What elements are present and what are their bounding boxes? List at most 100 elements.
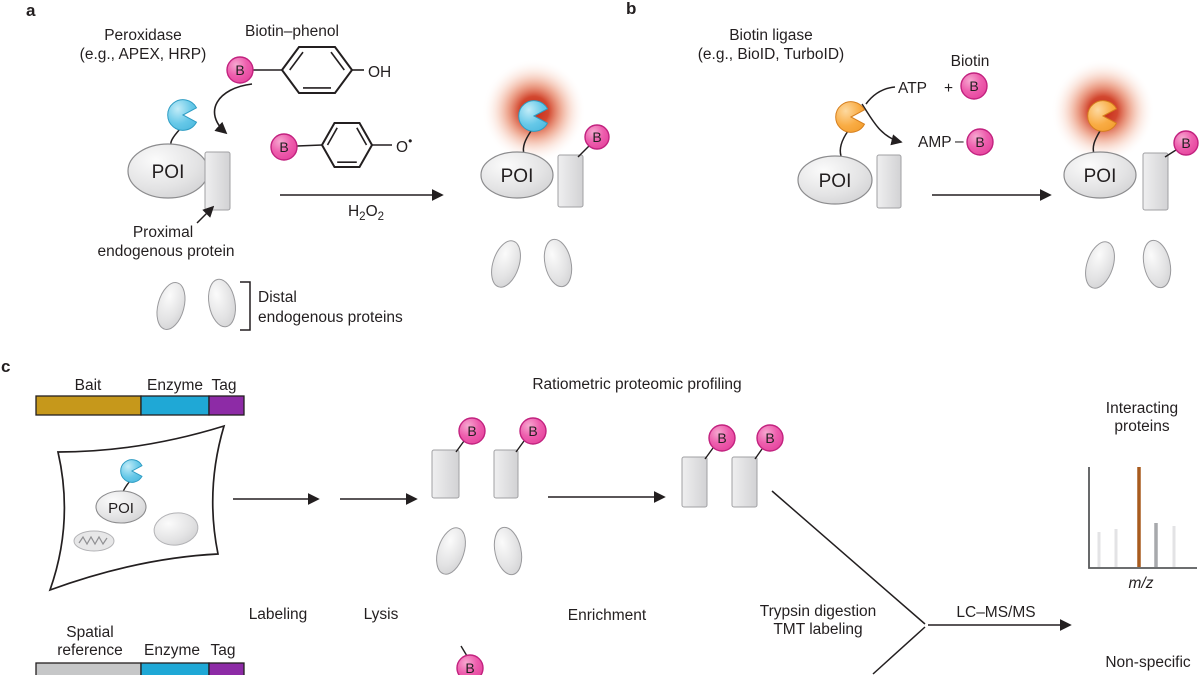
enrichment-step-label: Enrichment <box>568 607 647 624</box>
enzyme-to-atp-curve <box>865 86 896 105</box>
biotin-badge <box>960 72 988 100</box>
labeled-product-b: POI B <box>1051 59 1199 289</box>
trypsin-step-label-line2: TMT labeling <box>773 621 862 638</box>
poi-enzyme-assembly-b: POI <box>797 101 902 209</box>
poi-label: POI <box>1084 166 1117 187</box>
ligase-pacman-icon <box>835 101 865 133</box>
amp-label: AMP <box>918 134 952 151</box>
benzene-ring <box>320 122 374 168</box>
biotin-badge <box>456 654 484 675</box>
poi-label: POI <box>152 162 185 183</box>
biotin-badge <box>226 56 254 84</box>
tag-segment <box>208 395 245 416</box>
biotin-badge <box>1173 130 1199 156</box>
proximal-label-line2: endogenous protein <box>97 243 234 260</box>
panel-a: a Peroxidase (e.g., APEX, HRP) Biotin–ph… <box>26 1 610 331</box>
biotin-badge-letter: B <box>765 430 774 446</box>
panel-c: c Bait Enzyme Tag POI Ratiometric proteo… <box>1 357 1197 675</box>
spatial-ref-label-line2: reference <box>57 642 122 659</box>
converge-line-top <box>771 490 926 625</box>
enzyme-segment <box>140 662 210 675</box>
poi-ellipse <box>95 490 147 524</box>
biotin-badge-letter: B <box>717 430 726 446</box>
distal-label-line2: endogenous proteins <box>258 309 403 326</box>
proximal-protein-rect <box>204 151 231 211</box>
tag-label: Tag <box>211 642 236 659</box>
biotin-badge-letter: B <box>235 62 244 78</box>
biotin-badge-letter: B <box>1181 135 1190 151</box>
biotin-badge-letter: B <box>279 139 288 155</box>
poi-label: POI <box>108 500 134 517</box>
poi-ellipse <box>797 155 873 205</box>
endogenous-protein-ellipse <box>1142 239 1172 289</box>
biotin-badge <box>458 417 486 445</box>
enzyme-label: Enzyme <box>144 642 200 659</box>
tether-line <box>170 128 181 147</box>
nonspecific-label: Non-specific <box>1105 654 1191 671</box>
bracket <box>240 281 251 331</box>
biotin-badge-letter: B <box>467 423 476 439</box>
biotin-badge <box>708 424 736 452</box>
endogenous-protein-ellipse <box>493 526 523 576</box>
bait-segment <box>35 395 142 416</box>
amp-dash: – <box>955 133 964 150</box>
biotinylated-protein-rect <box>493 449 519 499</box>
proximal-protein-rect <box>1142 152 1169 211</box>
spectrum-title-line2: proteins <box>1114 418 1169 435</box>
spatial-ref-segment <box>35 662 142 675</box>
tag-segment <box>208 662 245 675</box>
biotinylated-protein-rect <box>731 456 758 508</box>
bottom-clipped-biotin: B <box>456 645 484 675</box>
trypsin-step-label-line1: Trypsin digestion <box>760 603 877 620</box>
phenoxyl-radical-structure: B O• <box>270 122 412 168</box>
endogenous-protein-ellipse <box>543 238 573 288</box>
poi-ellipse <box>1063 151 1137 199</box>
biotin-badge <box>584 124 610 150</box>
biotin-ligase-title-line1: Biotin ligase <box>729 27 813 44</box>
labeled-product-a: POI B <box>480 59 610 288</box>
poi-enzyme-assembly-a: POI <box>127 99 231 211</box>
spectrum-xlabel: m/z <box>1129 575 1154 592</box>
endogenous-protein-ellipse <box>1085 241 1115 289</box>
biotinylated-protein-rect <box>681 456 708 508</box>
spectrum-axes <box>1088 467 1197 569</box>
panel-c-letter: c <box>1 357 10 376</box>
endogenous-protein-ellipse <box>436 527 466 575</box>
biotin-badge-letter: B <box>969 78 978 94</box>
panel-b: b Biotin ligase (e.g., BioID, TurboID) B… <box>626 0 1199 289</box>
mitochondrion-cristae <box>78 535 108 546</box>
proximal-protein-rect <box>557 154 584 208</box>
biotin-badge <box>756 424 784 452</box>
spatial-ref-label-line1: Spatial <box>66 624 113 641</box>
proximal-protein-rect <box>876 154 902 209</box>
benzene-ring <box>280 46 354 94</box>
biotin-phenol-structure: B OH <box>226 46 391 94</box>
enriched-group: B B <box>681 424 784 508</box>
tag-label: Tag <box>212 377 237 394</box>
proximal-pointer-arrow <box>196 205 215 224</box>
badge-link-line <box>754 448 763 460</box>
substrate-to-enzyme-curved-arrow <box>213 83 253 135</box>
endogenous-protein-ellipse <box>491 240 521 288</box>
badge-link-line <box>577 145 590 158</box>
o-radical-label: O• <box>396 134 412 156</box>
biotin-badge-letter: B <box>592 129 601 145</box>
oh-label: OH <box>368 64 391 81</box>
spectrum-title-line1: Interacting <box>1106 400 1178 417</box>
section-title: Ratiometric proteomic profiling <box>532 376 741 393</box>
distal-proteins-group: Distal endogenous proteins <box>156 278 403 331</box>
enzyme-to-amp-curved-arrow <box>861 103 903 146</box>
bait-construct: Bait Enzyme Tag <box>35 377 245 416</box>
biotin-ligase-title-line2: (e.g., BioID, TurboID) <box>698 46 844 63</box>
badge-link-line <box>460 645 468 657</box>
biotin-badge-letter: B <box>975 134 984 150</box>
poi-ellipse <box>480 151 554 199</box>
lysis-step-label: Lysis <box>364 606 399 623</box>
double-bond <box>289 51 304 71</box>
biotin-label: Biotin <box>951 53 990 70</box>
h2o2-label: H2O2 <box>348 203 384 223</box>
mitochondrion <box>73 530 115 552</box>
mass-spectrum-bars <box>1097 467 1176 567</box>
